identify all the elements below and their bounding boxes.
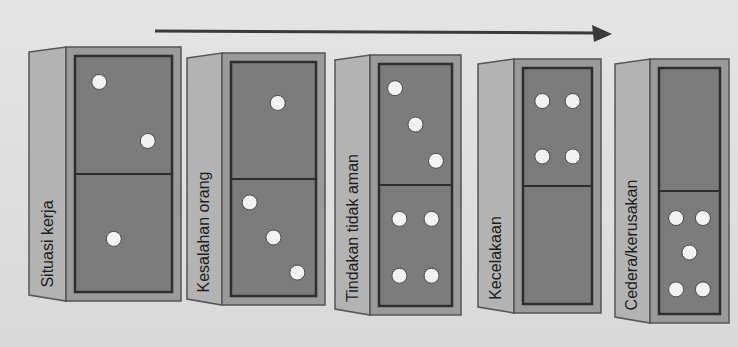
- domino-pip: [140, 133, 155, 148]
- domino-pip: [565, 149, 580, 164]
- domino-front: [222, 53, 325, 305]
- domino-pip: [242, 195, 257, 210]
- domino-pip: [92, 74, 107, 89]
- domino-divider: [75, 173, 172, 175]
- domino-block: Cedera/kerusakan: [614, 58, 730, 324]
- flow-arrow-line: [155, 31, 596, 33]
- domino-pip: [669, 211, 684, 226]
- domino-label: Cedera/kerusakan: [625, 179, 641, 310]
- domino-front: [514, 59, 601, 313]
- domino-label: Kesalahan orang: [197, 171, 213, 292]
- domino-front: [66, 47, 181, 301]
- domino-block: Situasi kerja: [28, 46, 182, 302]
- domino-side: [478, 59, 514, 313]
- domino-pip: [535, 94, 550, 109]
- domino-pip: [106, 231, 121, 246]
- domino-pip: [388, 81, 403, 96]
- flow-arrow-head: [592, 25, 612, 42]
- domino-pip: [695, 211, 710, 226]
- domino-divider: [379, 184, 452, 186]
- domino-divider: [231, 178, 316, 180]
- domino-pip: [669, 282, 684, 297]
- domino-divider: [659, 190, 720, 192]
- domino-pip: [290, 265, 305, 280]
- domino-face: [659, 68, 720, 314]
- domino-label: Kecelakaan: [488, 216, 504, 300]
- domino-pip: [392, 211, 407, 226]
- domino-front: [650, 59, 729, 323]
- domino-face: [75, 56, 172, 292]
- domino-pip: [535, 149, 550, 164]
- domino-side: [615, 59, 650, 323]
- domino-pip: [565, 94, 580, 109]
- domino-face: [523, 68, 592, 304]
- domino-side: [335, 55, 370, 315]
- domino-pip: [424, 268, 439, 283]
- domino-pip: [392, 268, 407, 283]
- domino-block: Kecelakaan: [477, 58, 602, 314]
- domino-pip: [424, 211, 439, 226]
- domino-label: Situasi kerja: [40, 201, 56, 288]
- domino-pip: [270, 95, 285, 110]
- domino-side: [187, 53, 222, 305]
- domino-pip: [695, 282, 710, 297]
- domino-divider: [523, 185, 592, 187]
- domino-pip: [682, 245, 697, 260]
- domino-face: [231, 62, 316, 296]
- domino-side: [29, 47, 66, 301]
- domino-block: Tindakan tidak aman: [334, 54, 462, 316]
- domino-block: Kesalahan orang: [186, 52, 326, 306]
- domino-pip: [408, 117, 423, 132]
- domino-pip: [428, 153, 443, 168]
- domino-pip: [266, 230, 281, 245]
- domino-label: Tindakan tidak aman: [345, 154, 361, 302]
- domino-face: [379, 64, 452, 306]
- domino-front: [370, 55, 461, 315]
